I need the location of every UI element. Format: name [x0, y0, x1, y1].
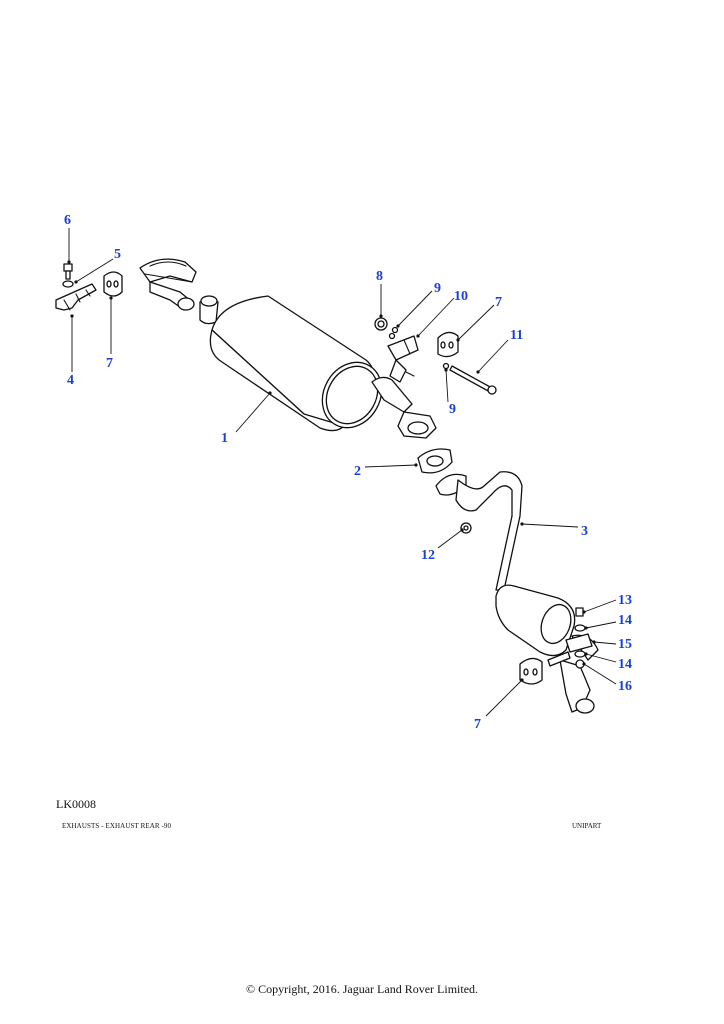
part-10-bracket: [387, 335, 419, 383]
callout-3: 3: [581, 524, 588, 539]
copyright-notice: © Copyright, 2016. Jaguar Land Rover Lim…: [245, 982, 479, 996]
leader-lines: [68, 228, 617, 717]
part-15-bracket: [547, 633, 593, 667]
part-7-rubber-mount-left: [103, 271, 123, 297]
part-11-long-bolt: [449, 365, 497, 395]
callout-7-left: 7: [106, 356, 113, 371]
part-14-washer-lower: [574, 650, 586, 658]
callout-10: 10: [454, 289, 468, 304]
callout-4: 4: [67, 373, 74, 388]
callouts: 6 5 4 7 1 8 9 10 7 9 11 2 3 12 13 14 15 …: [64, 213, 632, 732]
brand-caption: UNIPART: [572, 822, 602, 830]
part-9-washer-upper: [388, 326, 399, 340]
part-4-bracket: [55, 283, 97, 311]
callout-2: 2: [354, 464, 361, 479]
callout-1: 1: [221, 431, 228, 446]
part-9-washer-lower: [442, 362, 450, 370]
part-1-rear-silencer: [209, 295, 437, 439]
front-pipe-hanger: [139, 258, 219, 325]
callout-14-upper: 14: [618, 613, 632, 628]
callout-14-lower: 14: [618, 657, 632, 672]
callout-6: 6: [64, 213, 71, 228]
callout-7-middle: 7: [495, 295, 502, 310]
part-3-tailpipe-assembly: [435, 471, 599, 714]
leader-dots: [67, 260, 596, 682]
callout-13: 13: [618, 593, 632, 608]
part-6-bolt: [63, 263, 73, 280]
callout-9-upper: 9: [434, 281, 441, 296]
part-7-rubber-mount-lower: [519, 657, 543, 685]
callout-12: 12: [421, 548, 435, 563]
part-14-washer-upper: [574, 624, 586, 632]
part-5-washer: [62, 280, 74, 288]
section-caption: EXHAUSTS - EXHAUST REAR -90: [62, 822, 172, 830]
callout-9-lower: 9: [449, 402, 456, 417]
callout-8: 8: [376, 269, 383, 284]
callout-15: 15: [618, 637, 632, 652]
part-7-rubber-mount-middle: [437, 331, 459, 358]
callout-5: 5: [114, 247, 121, 262]
part-8-nut: [374, 317, 388, 331]
callout-11: 11: [510, 328, 523, 343]
callout-7-lower: 7: [474, 717, 481, 732]
diagram-reference-code: LK0008: [56, 797, 96, 811]
part-13-bolt: [575, 607, 584, 617]
callout-16: 16: [618, 679, 632, 694]
part-2-gasket: [417, 448, 453, 474]
